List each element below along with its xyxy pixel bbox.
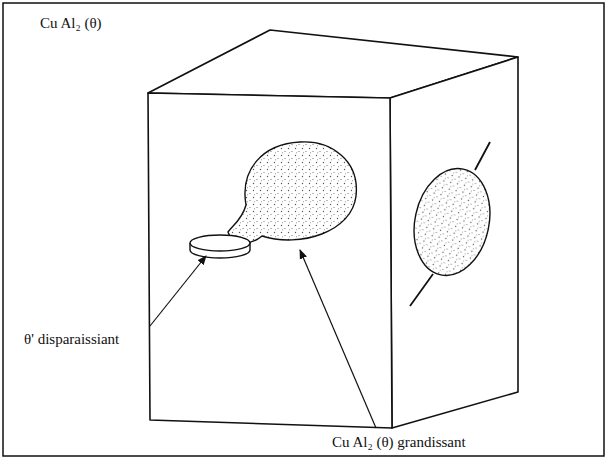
compound-label: Cu Al₂ (θ)	[40, 14, 102, 32]
frame	[3, 3, 604, 456]
leader-line	[150, 256, 206, 326]
front-precipitate	[228, 142, 356, 243]
callout-label: Cu Al₂ (θ) grandissant	[332, 433, 466, 451]
leader-line	[300, 250, 376, 428]
cube-right-face	[390, 57, 518, 428]
theta-prime-disc	[190, 235, 250, 258]
grain-boundary	[410, 274, 433, 306]
callout-label: θ' disparaissiant	[24, 330, 119, 348]
cube-front-face	[148, 93, 392, 428]
right-precipitate	[405, 142, 500, 306]
grain-boundary	[475, 142, 490, 170]
cube	[148, 30, 518, 428]
